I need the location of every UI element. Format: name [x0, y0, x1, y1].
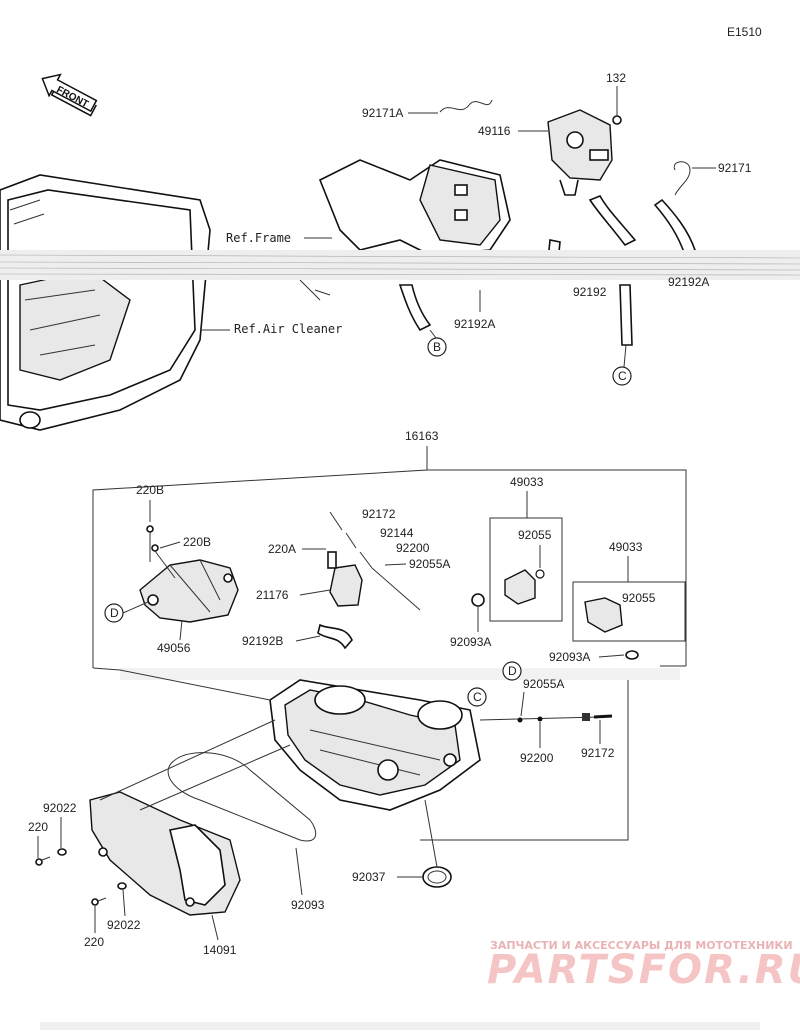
clamp-92037 — [422, 799, 452, 888]
connector-c-top: C — [612, 366, 632, 386]
svg-text:C: C — [618, 369, 627, 383]
diagram-code: E1510 — [727, 25, 762, 39]
label-49116: 49116 — [478, 124, 511, 138]
air-cleaner-housing — [0, 174, 211, 431]
label-92172-top: 92172 — [362, 507, 396, 521]
injector-box-2 — [572, 581, 686, 642]
label-92055a-top: 92055A — [409, 557, 450, 571]
label-220-1: 220 — [28, 820, 48, 834]
belt-92093 — [167, 752, 317, 842]
label-92055a-bottom: 92055A — [523, 677, 564, 691]
label-220b-1: 220B — [136, 483, 164, 497]
injector-49033-1 — [504, 569, 545, 605]
label-92172-bottom: 92172 — [581, 746, 615, 760]
connector-d-left: D — [104, 603, 124, 623]
front-arrow-icon: FRONT — [41, 73, 98, 117]
valve-49116 — [547, 96, 622, 196]
label-132: 132 — [606, 71, 626, 85]
label-92093: 92093 — [291, 898, 325, 912]
bolt-220-upper — [35, 856, 51, 866]
label-92192a-mid: 92192A — [454, 317, 495, 331]
label-92192: 92192 — [573, 285, 607, 299]
svg-text:D: D — [110, 606, 119, 620]
label-220a: 220A — [268, 542, 296, 556]
injector-box-1 — [489, 517, 563, 622]
injector-49033-2 — [584, 597, 623, 633]
connector-b-top: B — [427, 337, 447, 357]
svg-text:B: B — [433, 340, 441, 354]
scan-noise-band-2 — [120, 668, 680, 680]
clip-92171 — [673, 161, 691, 196]
label-16163: 16163 — [405, 429, 439, 443]
bracket-49056 — [139, 525, 239, 623]
fuel-line-right — [479, 713, 613, 723]
label-14091: 14091 — [203, 943, 237, 957]
label-92093a-1: 92093A — [450, 635, 491, 649]
seal-92093a-1 — [471, 593, 485, 607]
clip-92171a — [439, 99, 493, 113]
washer-92022-upper — [57, 848, 67, 856]
scan-noise-bottom — [40, 1022, 760, 1030]
label-92055-1: 92055 — [518, 528, 552, 542]
watermark-tagline: ЗАПЧАСТИ И АКСЕССУАРЫ ДЛЯ МОТОТЕХНИКИ — [490, 939, 793, 952]
svg-text:C: C — [473, 690, 482, 704]
label-92200-bottom: 92200 — [520, 751, 554, 765]
label-92171: 92171 — [718, 161, 752, 175]
cover-14091 — [89, 791, 241, 916]
label-220b-2: 220B — [183, 535, 211, 549]
ref-air-cleaner-label: Ref.Air Cleaner — [234, 322, 342, 336]
connector-d-bottom: D — [502, 661, 522, 681]
label-92022-2: 92022 — [107, 918, 141, 932]
svg-text:D: D — [508, 664, 517, 678]
label-92171a: 92171A — [362, 106, 403, 120]
label-49056: 49056 — [157, 641, 191, 655]
label-92037: 92037 — [352, 870, 386, 884]
label-92192b: 92192B — [242, 634, 283, 648]
throttle-body — [269, 679, 481, 811]
label-92200-top: 92200 — [396, 541, 430, 555]
seal-92093a-2 — [625, 650, 639, 660]
washer-92022-lower — [117, 882, 127, 890]
label-92093a-2: 92093A — [549, 650, 590, 664]
label-92192a-top: 92192A — [668, 275, 709, 289]
connector-c-bottom: C — [467, 687, 487, 707]
label-49033-2: 49033 — [609, 540, 643, 554]
frame-bracket — [299, 159, 511, 301]
label-220-2: 220 — [84, 935, 104, 949]
label-49033-1: 49033 — [510, 475, 544, 489]
bolt-220-lower — [91, 897, 107, 906]
sensor-21176 — [317, 551, 363, 650]
label-92055-2: 92055 — [622, 591, 656, 605]
label-92022-1: 92022 — [43, 801, 77, 815]
label-21176: 21176 — [256, 588, 289, 602]
label-92144-top: 92144 — [380, 526, 414, 540]
assembly-frame — [92, 446, 428, 668]
ref-frame-label: Ref.Frame — [226, 231, 291, 245]
watermark-brand: PARTSFOR.RU — [487, 947, 800, 993]
